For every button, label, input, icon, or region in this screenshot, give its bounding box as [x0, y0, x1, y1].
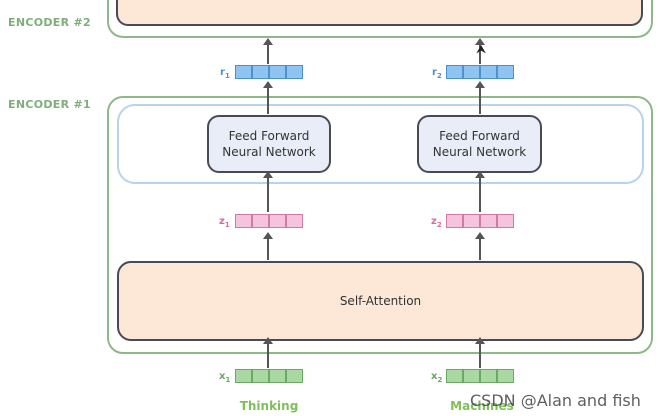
r2-vector	[446, 65, 514, 79]
r1-cell	[235, 65, 252, 79]
arrow-up-icon	[475, 337, 485, 368]
x2-label: x2	[431, 371, 443, 384]
z1-cell	[269, 214, 286, 228]
arrow-up-icon	[475, 38, 485, 64]
x2-cell	[497, 369, 514, 383]
self-attention-box: Self-Attention	[117, 261, 644, 341]
x1-label: x1	[219, 371, 231, 384]
encoder-1-box	[107, 96, 653, 354]
z2-cell	[446, 214, 463, 228]
encoder-2-self-attention-partial	[116, 0, 643, 26]
r2-label: r2	[432, 67, 442, 80]
r2-cell	[497, 65, 514, 79]
feed-forward-network-2: Feed Forward Neural Network	[417, 115, 542, 173]
x1-cell	[269, 369, 286, 383]
x1-cell	[252, 369, 269, 383]
watermark: CSDN @Alan and fish	[470, 391, 641, 410]
z1-cell	[286, 214, 303, 228]
z2-vector	[446, 214, 514, 228]
arrow-up-icon	[263, 337, 273, 368]
z2-label: z2	[431, 216, 442, 229]
r1-cell	[286, 65, 303, 79]
encoder-2-box	[107, 0, 653, 38]
r2-cell	[463, 65, 480, 79]
x1-vector	[235, 369, 303, 383]
arrow-up-icon	[263, 232, 273, 260]
arrow-up-icon	[475, 171, 485, 212]
encoder-1-label: ENCODER #1	[8, 98, 91, 111]
x1-cell	[286, 369, 303, 383]
x2-cell	[463, 369, 480, 383]
x2-cell	[446, 369, 463, 383]
r1-cell	[269, 65, 286, 79]
arrow-up-icon	[263, 81, 273, 114]
input-word-machines: Machines	[450, 399, 514, 413]
arrow-up-icon	[263, 171, 273, 212]
z1-label: z1	[219, 216, 230, 229]
r1-cell	[252, 65, 269, 79]
x2-cell	[480, 369, 497, 383]
r2-cell	[480, 65, 497, 79]
z1-cell	[252, 214, 269, 228]
feed-forward-network-1: Feed Forward Neural Network	[207, 115, 331, 173]
arrow-up-icon	[475, 232, 485, 260]
arrow-up-icon	[263, 38, 273, 64]
r1-label: r1	[220, 67, 230, 80]
z2-cell	[497, 214, 514, 228]
z2-cell	[463, 214, 480, 228]
mouse-cursor-icon: ⮝	[476, 42, 487, 56]
r1-vector	[235, 65, 303, 79]
x1-cell	[235, 369, 252, 383]
input-word-thinking: Thinking	[239, 399, 299, 413]
z1-cell	[235, 214, 252, 228]
z1-vector	[235, 214, 303, 228]
r2-cell	[446, 65, 463, 79]
feed-forward-container	[117, 104, 644, 184]
z2-cell	[480, 214, 497, 228]
arrow-up-icon	[475, 81, 485, 114]
x2-vector	[446, 369, 514, 383]
encoder-2-label: ENCODER #2	[8, 16, 91, 29]
